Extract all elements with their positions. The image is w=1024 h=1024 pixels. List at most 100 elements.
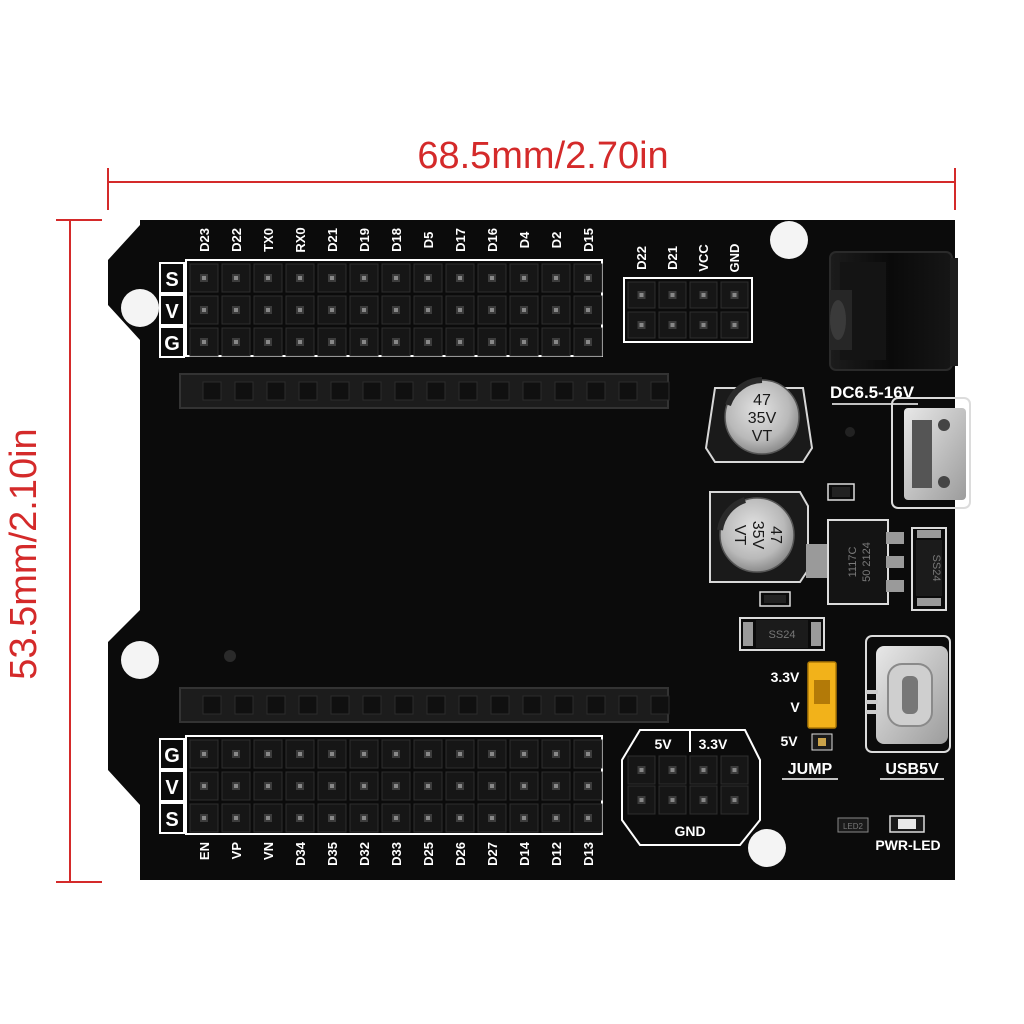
regulator-marking-2: 50 2124	[861, 542, 873, 582]
socket-hole	[650, 381, 670, 401]
socket-hole	[522, 381, 542, 401]
header-pin	[658, 281, 687, 309]
header-pin	[189, 739, 219, 769]
width-label: 68.5mm/2.70in	[417, 135, 668, 177]
header-pin	[573, 295, 603, 325]
power-header: 5V 3.3V GND	[621, 729, 761, 846]
bottom-row-label: V	[165, 777, 179, 799]
header-pin	[189, 771, 219, 801]
socket-hole	[426, 381, 446, 401]
socket-hole	[234, 695, 254, 715]
header-pin	[349, 803, 379, 833]
socket-hole	[426, 695, 446, 715]
header-pin	[509, 803, 539, 833]
power-led: LED2 PWR-LED	[837, 815, 941, 853]
header-pin	[381, 771, 411, 801]
usb-c-label: USB5V	[885, 761, 939, 778]
header-pin	[381, 803, 411, 833]
header-pin	[445, 739, 475, 769]
header-pin	[573, 771, 603, 801]
header-pin	[221, 327, 251, 357]
header-pin	[317, 327, 347, 357]
top-pin-label: D18	[389, 228, 404, 252]
socket-hole	[362, 381, 382, 401]
top-pin-label: D5	[421, 232, 436, 249]
capacitor-2-series: VT	[731, 525, 748, 546]
header-pin	[509, 771, 539, 801]
header-pin	[720, 755, 749, 785]
header-pin	[285, 739, 315, 769]
diode-1-marking: SS24	[930, 555, 942, 582]
socket-hole	[618, 381, 638, 401]
row-label-box	[159, 326, 185, 358]
header-pin	[658, 311, 687, 339]
socket-hole	[394, 381, 414, 401]
top-row-label: S	[165, 269, 178, 291]
header-pin	[285, 295, 315, 325]
header-pin	[349, 263, 379, 293]
header-pin	[253, 295, 283, 325]
capacitor-2: 47 35V VT	[709, 491, 809, 583]
socket-hole	[266, 695, 286, 715]
header-pin	[445, 327, 475, 357]
header-pin	[627, 281, 656, 309]
header-pin	[381, 263, 411, 293]
jumper-label: JUMP	[788, 761, 833, 778]
header-pin	[285, 263, 315, 293]
header-pin	[221, 295, 251, 325]
top-pin-label: D17	[453, 228, 468, 252]
header-pin	[317, 739, 347, 769]
socket-hole	[618, 695, 638, 715]
bottom-pin-label: D35	[325, 842, 340, 866]
voltage-regulator: 1117C 50 2124	[806, 519, 904, 605]
header-pin	[317, 771, 347, 801]
dc-jack-label: DC6.5-16V	[830, 383, 915, 402]
top-row-label: G	[164, 333, 180, 355]
header-pin	[221, 263, 251, 293]
jumper-5v-label: 5V	[780, 733, 798, 749]
socket-hole	[554, 381, 574, 401]
socket-hole	[330, 381, 350, 401]
header-pin	[720, 311, 749, 339]
header-pin	[541, 263, 571, 293]
header-pin	[541, 739, 571, 769]
width-dimension-line: 68.5mm/2.70in	[107, 135, 956, 210]
socket-hole	[458, 695, 478, 715]
header-pin	[445, 803, 475, 833]
bottom-pin-label: D13	[581, 842, 596, 866]
top-pin-label: D23	[197, 228, 212, 252]
socket-hole	[554, 695, 574, 715]
diode-2-marking: SS24	[769, 629, 796, 641]
socket-hole	[298, 695, 318, 715]
bottom-pin-label: D33	[389, 842, 404, 866]
top-pin-label: RX0	[293, 227, 308, 252]
capacitor-1-value: 47	[753, 392, 771, 409]
bottom-pin-label: EN	[197, 842, 212, 860]
top-pin-label: D2	[549, 232, 564, 249]
header-pin	[317, 803, 347, 833]
header-pin	[189, 327, 219, 357]
row-label-box	[159, 294, 185, 326]
bottom-pin-label: D26	[453, 842, 468, 866]
capacitor-2-voltage: 35V	[749, 521, 766, 550]
bottom-pin-label: D25	[421, 842, 436, 866]
header-pin	[477, 771, 507, 801]
header-pin	[413, 771, 443, 801]
bottom-pin-label: VN	[261, 842, 276, 860]
header-pin	[349, 771, 379, 801]
bottom-row-label: G	[164, 745, 180, 767]
socket-hole	[586, 381, 606, 401]
row-label-box	[159, 802, 185, 834]
top-pin-label: D15	[581, 228, 596, 252]
header-pin	[253, 739, 283, 769]
header-pin	[413, 295, 443, 325]
header-pin	[627, 785, 656, 815]
socket-hole	[234, 381, 254, 401]
header-pin	[541, 771, 571, 801]
socket-hole	[202, 695, 222, 715]
height-dimension-line: 53.5mm/2.10in	[3, 219, 102, 883]
header-pin	[413, 739, 443, 769]
micro-usb-port	[891, 397, 971, 509]
top-pin-label: D4	[517, 231, 532, 248]
